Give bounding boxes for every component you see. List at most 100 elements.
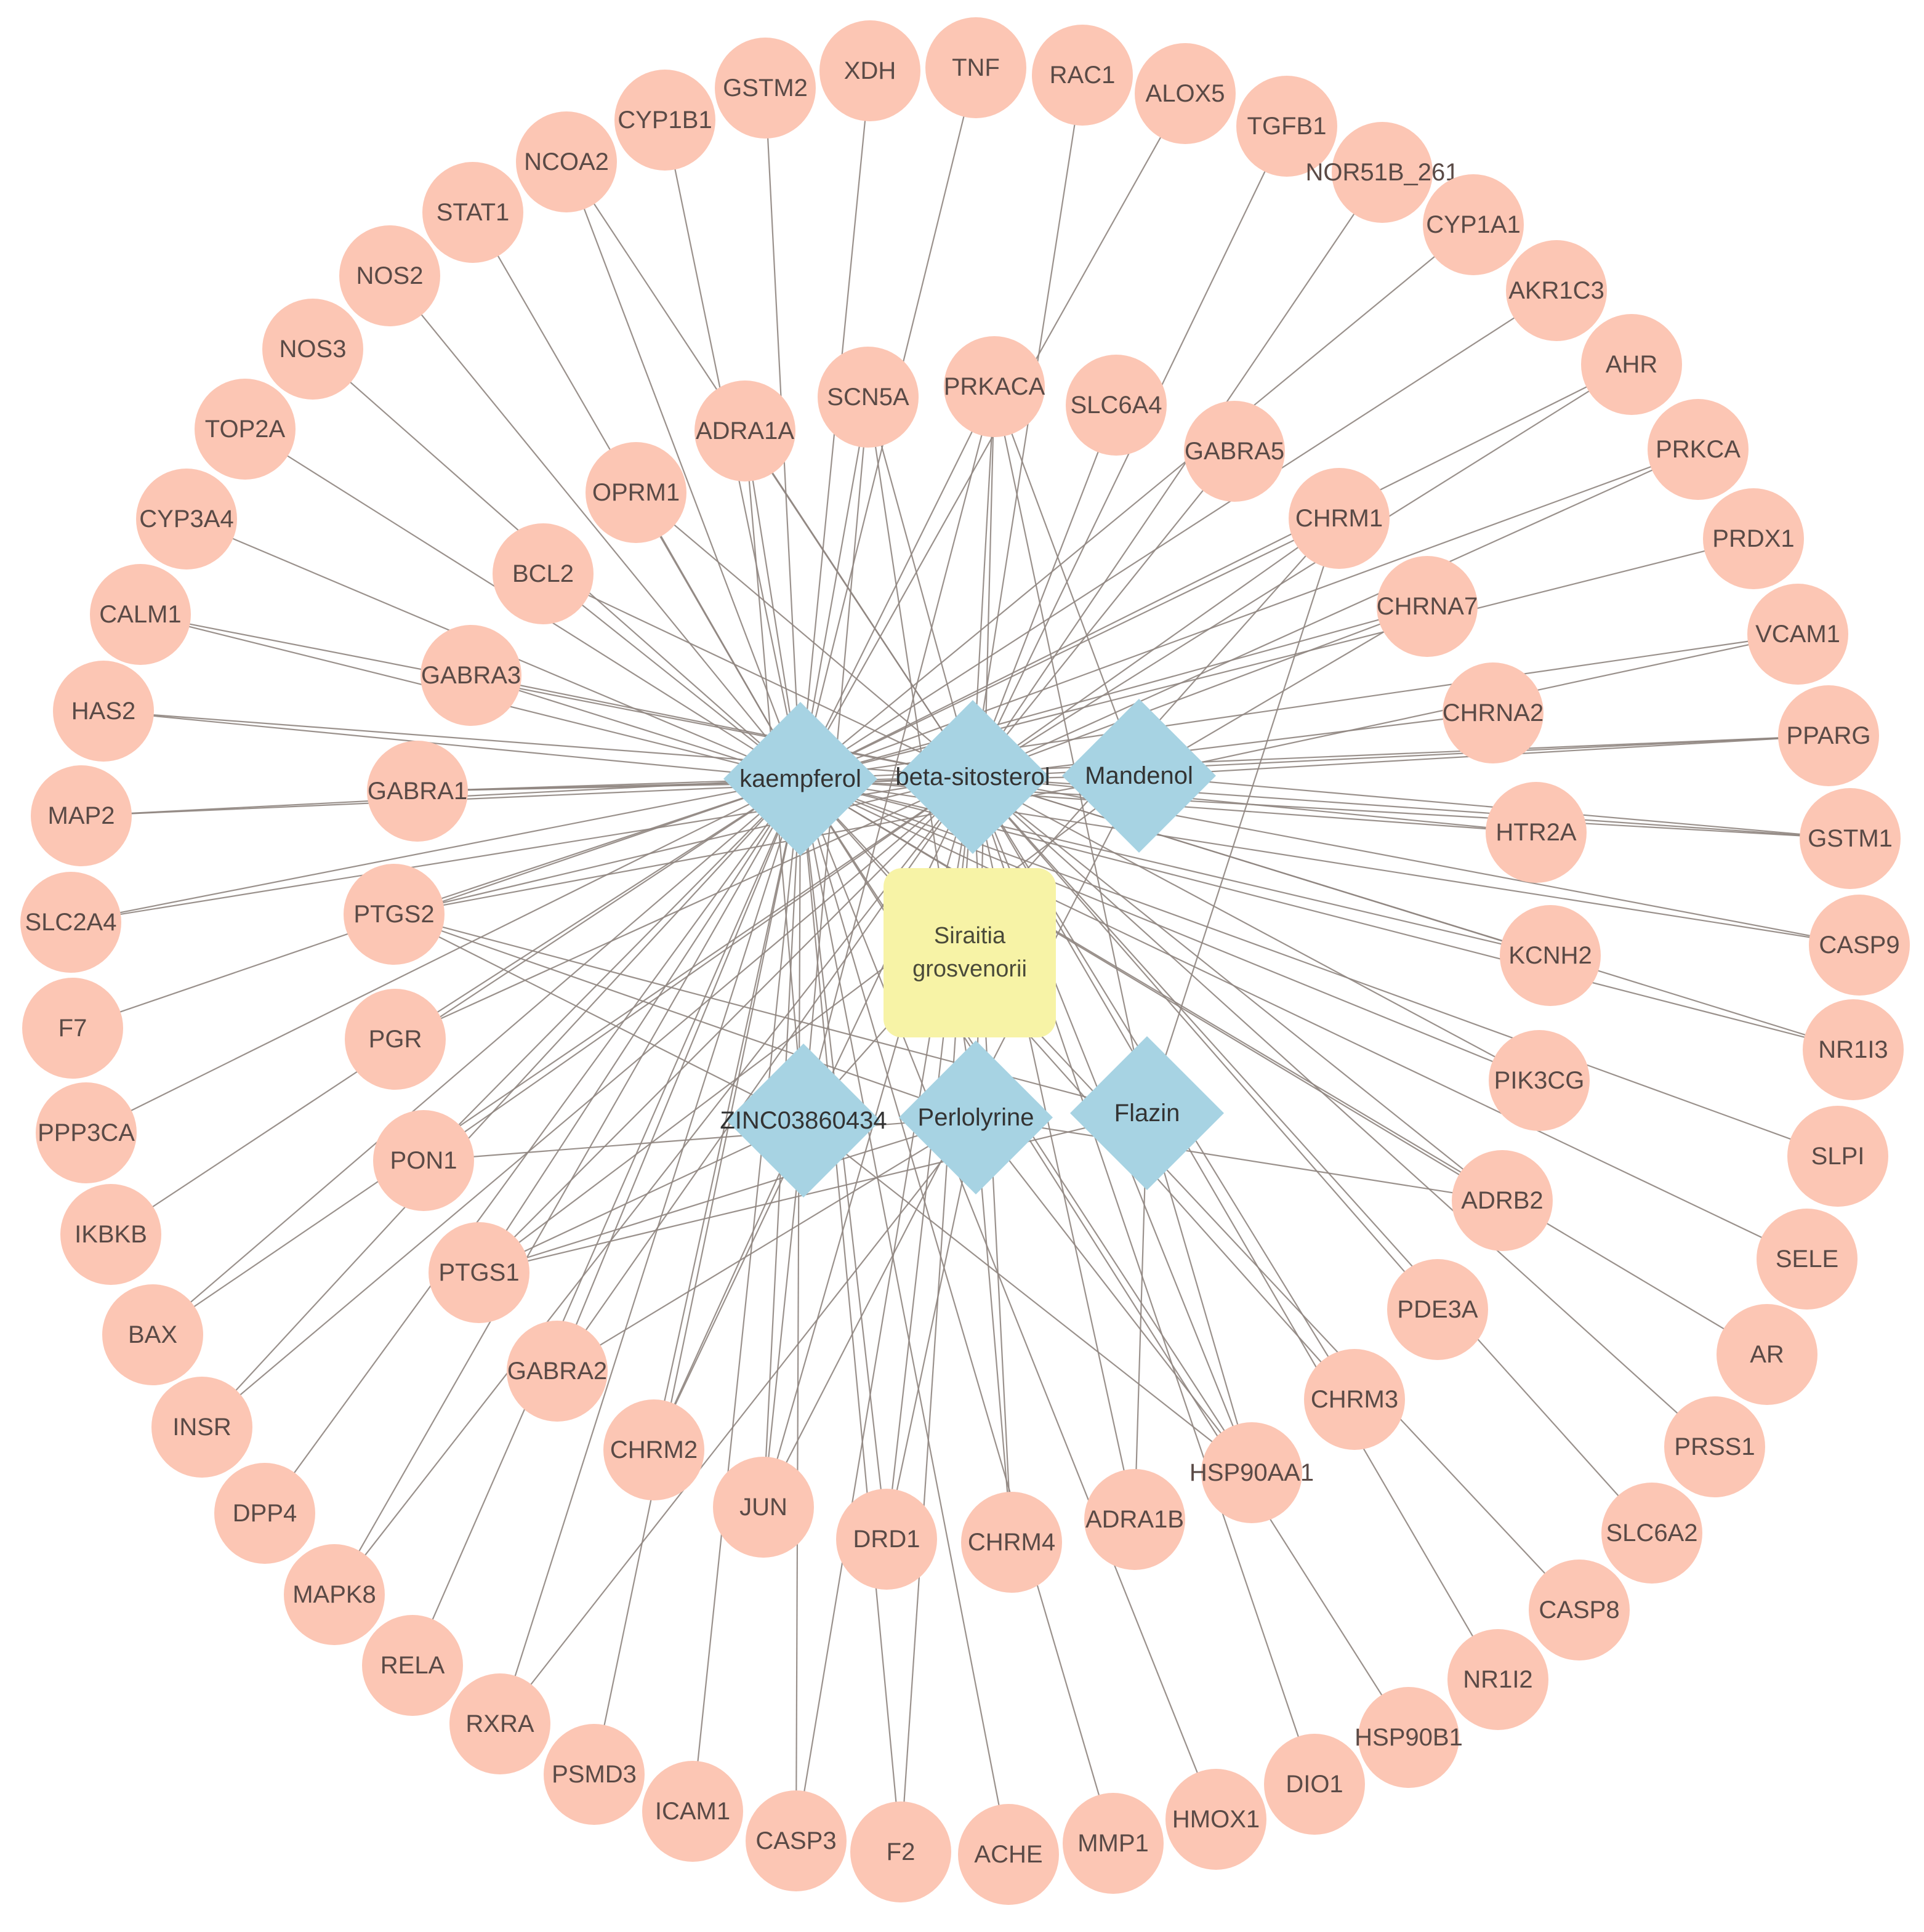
target-node-nr1i2[interactable]: NR1I2 bbox=[1447, 1629, 1548, 1730]
target-node-slc6a2[interactable]: SLC6A2 bbox=[1601, 1483, 1702, 1584]
target-node-has2[interactable]: HAS2 bbox=[53, 661, 154, 762]
target-node-chrna2[interactable]: CHRNA2 bbox=[1443, 662, 1544, 763]
target-node-tgfb1[interactable]: TGFB1 bbox=[1236, 76, 1337, 177]
target-node-icam1[interactable]: ICAM1 bbox=[642, 1761, 743, 1862]
target-node-gabra3[interactable]: GABRA3 bbox=[421, 625, 521, 726]
target-node-psmd3[interactable]: PSMD3 bbox=[544, 1724, 645, 1825]
target-node-calm1[interactable]: CALM1 bbox=[90, 564, 191, 665]
target-node-cyp1b1[interactable]: CYP1B1 bbox=[614, 70, 715, 171]
edge-beta-sitosterol-pgr bbox=[395, 776, 973, 1040]
target-node-alox5[interactable]: ALOX5 bbox=[1135, 43, 1236, 144]
target-node-f7[interactable]: F7 bbox=[22, 978, 123, 1079]
target-node-htr2a[interactable]: HTR2A bbox=[1486, 782, 1587, 883]
target-node-casp8[interactable]: CASP8 bbox=[1529, 1560, 1630, 1660]
target-node-cyp1a1[interactable]: CYP1A1 bbox=[1423, 174, 1524, 275]
target-node-hmox1[interactable]: HMOX1 bbox=[1165, 1769, 1266, 1870]
target-node-ppp3ca[interactable]: PPP3CA bbox=[36, 1082, 137, 1183]
target-node-prkaca[interactable]: PRKACA bbox=[944, 336, 1045, 437]
target-node-stat1[interactable]: STAT1 bbox=[422, 162, 523, 263]
target-node-chrm2[interactable]: CHRM2 bbox=[603, 1399, 704, 1500]
target-node-dpp4[interactable]: DPP4 bbox=[214, 1463, 315, 1564]
compound-node-beta-sitosterol[interactable]: beta-sitosterol bbox=[895, 700, 1050, 854]
target-node-cyp3a4[interactable]: CYP3A4 bbox=[136, 469, 237, 570]
edge-flazin-ptgs2 bbox=[393, 913, 1148, 1114]
compound-node-flazin[interactable]: Flazin bbox=[1070, 1036, 1224, 1190]
target-node-rela[interactable]: RELA bbox=[362, 1615, 463, 1716]
target-node-sele[interactable]: SELE bbox=[1757, 1209, 1858, 1310]
target-node-pparg[interactable]: PPARG bbox=[1778, 685, 1879, 786]
target-node-mapk8[interactable]: MAPK8 bbox=[284, 1544, 385, 1645]
target-node-casp9[interactable]: CASP9 bbox=[1809, 895, 1910, 996]
compound-node-mandenol[interactable]: Mandenol bbox=[1062, 699, 1216, 853]
target-node-ache[interactable]: ACHE bbox=[958, 1804, 1059, 1905]
target-node-ahr[interactable]: AHR bbox=[1581, 314, 1682, 415]
target-node-adra1b[interactable]: ADRA1B bbox=[1084, 1469, 1185, 1570]
target-node-ar[interactable]: AR bbox=[1717, 1304, 1817, 1405]
target-node-pgr[interactable]: PGR bbox=[345, 989, 446, 1090]
target-node-chrm3[interactable]: CHRM3 bbox=[1304, 1349, 1405, 1450]
target-node-circle bbox=[36, 1082, 137, 1183]
target-node-gabra1[interactable]: GABRA1 bbox=[367, 741, 468, 842]
target-node-ikbkb[interactable]: IKBKB bbox=[60, 1184, 161, 1285]
target-node-kcnh2[interactable]: KCNH2 bbox=[1500, 905, 1601, 1006]
target-node-rac1[interactable]: RAC1 bbox=[1032, 25, 1133, 126]
edge-kaempferol-slc2a4 bbox=[70, 778, 801, 924]
target-node-prkca[interactable]: PRKCA bbox=[1648, 399, 1749, 500]
target-node-map2[interactable]: MAP2 bbox=[31, 765, 132, 866]
target-node-casp3[interactable]: CASP3 bbox=[746, 1790, 847, 1891]
target-node-ptgs2[interactable]: PTGS2 bbox=[344, 864, 445, 965]
target-node-ncoa2[interactable]: NCOA2 bbox=[516, 111, 617, 212]
target-node-top2a[interactable]: TOP2A bbox=[195, 379, 296, 480]
target-node-chrm1[interactable]: CHRM1 bbox=[1289, 468, 1390, 569]
target-node-bax[interactable]: BAX bbox=[102, 1284, 203, 1385]
target-node-drd1[interactable]: DRD1 bbox=[836, 1489, 937, 1590]
target-node-slpi[interactable]: SLPI bbox=[1787, 1106, 1888, 1207]
target-node-bcl2[interactable]: BCL2 bbox=[493, 523, 594, 624]
edge-kaempferol-rxra bbox=[499, 778, 802, 1725]
target-node-akr1c3[interactable]: AKR1C3 bbox=[1506, 240, 1607, 341]
compound-node-label: Flazin bbox=[1114, 1100, 1180, 1127]
target-node-nos2[interactable]: NOS2 bbox=[339, 225, 440, 326]
target-node-pde3a[interactable]: PDE3A bbox=[1387, 1259, 1488, 1360]
compound-node-kaempferol[interactable]: kaempferol bbox=[723, 702, 877, 856]
target-node-tnf[interactable]: TNF bbox=[925, 17, 1026, 118]
target-node-nor51b-261[interactable]: NOR51B_261 bbox=[1305, 122, 1459, 223]
target-node-adra1a[interactable]: ADRA1A bbox=[694, 380, 795, 481]
compound-node-zinc03860434[interactable]: ZINC03860434 bbox=[720, 1044, 887, 1197]
target-node-gstm1[interactable]: GSTM1 bbox=[1800, 788, 1901, 889]
target-node-gstm2[interactable]: GSTM2 bbox=[715, 38, 816, 139]
target-node-gabra2[interactable]: GABRA2 bbox=[507, 1321, 608, 1422]
target-node-chrna7[interactable]: CHRNA7 bbox=[1377, 556, 1478, 657]
target-node-label: CHRM2 bbox=[610, 1436, 698, 1463]
target-node-insr[interactable]: INSR bbox=[151, 1377, 252, 1478]
target-node-nos3[interactable]: NOS3 bbox=[262, 299, 363, 400]
target-node-hsp90aa1[interactable]: HSP90AA1 bbox=[1189, 1422, 1314, 1523]
target-node-mmp1[interactable]: MMP1 bbox=[1063, 1793, 1164, 1894]
target-node-vcam1[interactable]: VCAM1 bbox=[1747, 584, 1848, 685]
target-node-nr1i3[interactable]: NR1I3 bbox=[1803, 999, 1904, 1100]
target-node-f2[interactable]: F2 bbox=[850, 1801, 951, 1902]
compound-node-perlolyrine[interactable]: Perlolyrine bbox=[899, 1040, 1053, 1194]
target-node-pik3cg[interactable]: PIK3CG bbox=[1489, 1030, 1590, 1131]
target-node-adrb2[interactable]: ADRB2 bbox=[1452, 1150, 1553, 1251]
edge-kaempferol-f2 bbox=[799, 778, 902, 1853]
target-node-chrm4[interactable]: CHRM4 bbox=[961, 1492, 1062, 1593]
target-node-rxra[interactable]: RXRA bbox=[449, 1673, 550, 1774]
target-node-prdx1[interactable]: PRDX1 bbox=[1703, 488, 1804, 589]
target-node-gabra5[interactable]: GABRA5 bbox=[1184, 401, 1285, 502]
target-node-prss1[interactable]: PRSS1 bbox=[1664, 1396, 1765, 1497]
target-node-jun[interactable]: JUN bbox=[713, 1457, 814, 1558]
target-node-scn5a[interactable]: SCN5A bbox=[818, 347, 919, 448]
target-node-circle bbox=[1443, 662, 1544, 763]
target-node-hsp90b1[interactable]: HSP90B1 bbox=[1354, 1687, 1463, 1788]
target-node-ptgs1[interactable]: PTGS1 bbox=[429, 1222, 529, 1323]
target-node-xdh[interactable]: XDH bbox=[819, 20, 920, 121]
target-node-slc2a4[interactable]: SLC2A4 bbox=[20, 872, 121, 973]
target-node-dio1[interactable]: DIO1 bbox=[1264, 1734, 1365, 1835]
target-node-pon1[interactable]: PON1 bbox=[373, 1110, 474, 1211]
target-node-slc6a4[interactable]: SLC6A4 bbox=[1066, 355, 1167, 456]
edge-beta-sitosterol-bax bbox=[152, 776, 973, 1335]
target-node-oprm1[interactable]: OPRM1 bbox=[586, 442, 686, 543]
